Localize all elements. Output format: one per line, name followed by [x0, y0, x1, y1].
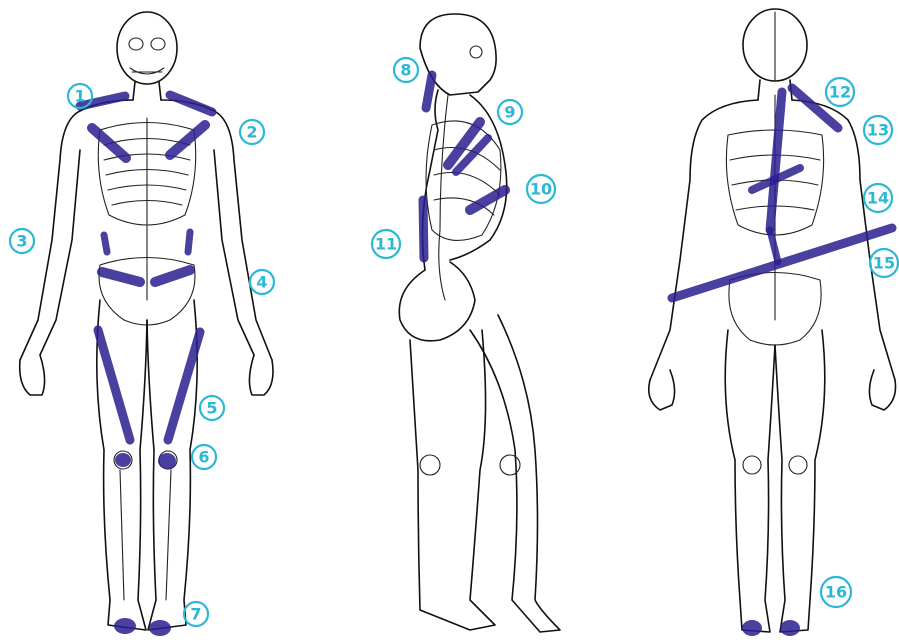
- label-13: 13: [864, 116, 892, 144]
- label-5: 5: [200, 396, 224, 420]
- label-6: 6: [192, 445, 216, 469]
- label-1: 1: [68, 84, 92, 108]
- svg-text:2: 2: [246, 123, 257, 142]
- label-2: 2: [240, 120, 264, 144]
- label-16: 16: [821, 577, 851, 607]
- label-10: 10: [527, 175, 555, 203]
- label-9: 9: [498, 100, 522, 124]
- svg-text:10: 10: [530, 180, 552, 199]
- label-11: 11: [372, 230, 400, 258]
- label-4: 4: [250, 270, 274, 294]
- back-view-figure: [649, 9, 896, 632]
- svg-text:12: 12: [829, 83, 851, 102]
- label-3: 3: [10, 229, 34, 253]
- svg-text:16: 16: [825, 583, 847, 602]
- label-12: 12: [826, 78, 854, 106]
- label-14: 14: [864, 184, 892, 212]
- svg-text:4: 4: [256, 273, 267, 292]
- svg-text:5: 5: [206, 399, 217, 418]
- label-7: 7: [184, 602, 208, 626]
- svg-text:1: 1: [74, 87, 85, 106]
- svg-text:9: 9: [504, 103, 515, 122]
- svg-text:14: 14: [867, 189, 889, 208]
- svg-text:11: 11: [375, 235, 397, 254]
- svg-text:7: 7: [190, 605, 201, 624]
- front-view-figure: [20, 12, 273, 630]
- svg-text:3: 3: [16, 232, 27, 251]
- svg-text:6: 6: [198, 448, 209, 467]
- svg-text:8: 8: [400, 61, 411, 80]
- label-15: 15: [870, 249, 898, 277]
- label-8: 8: [394, 58, 418, 82]
- svg-text:15: 15: [873, 254, 895, 273]
- svg-text:13: 13: [867, 121, 889, 140]
